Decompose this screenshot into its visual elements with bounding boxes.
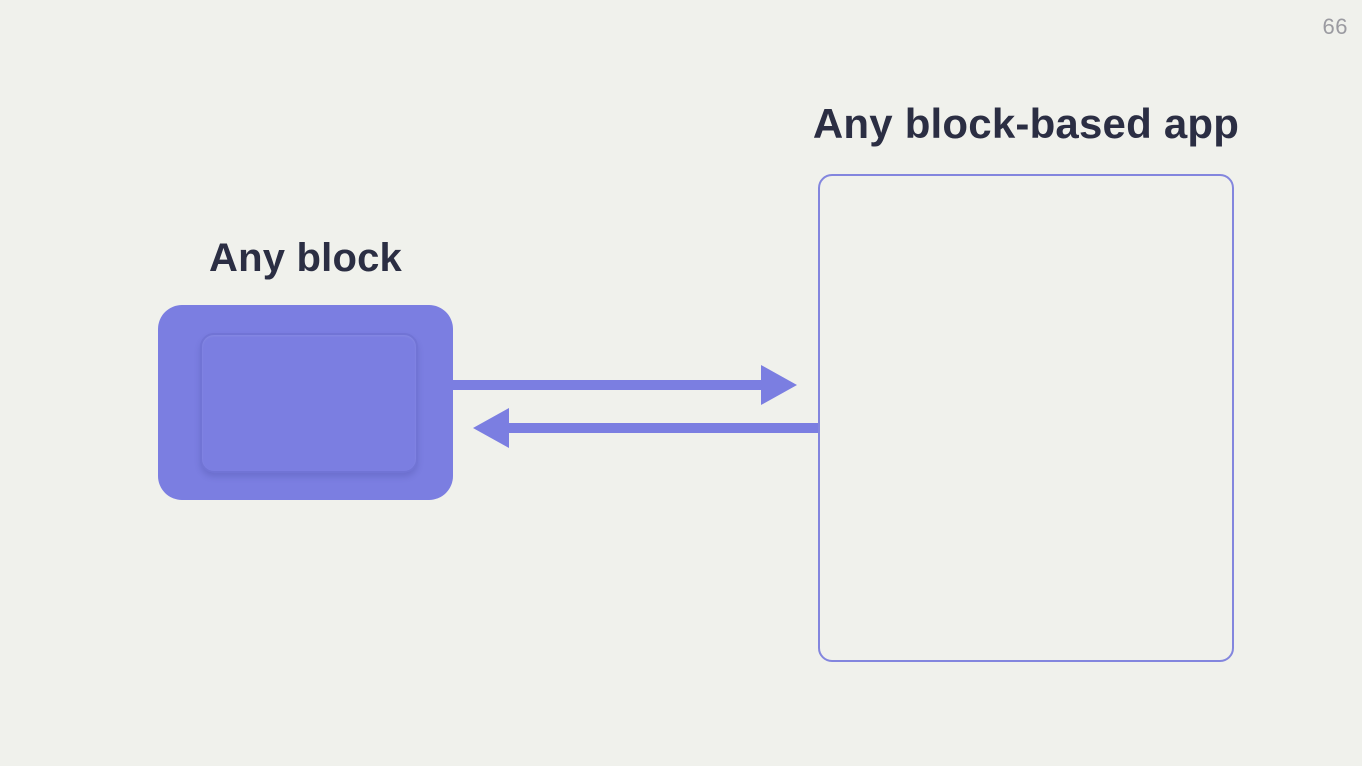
arrow-right-icon <box>453 365 797 405</box>
arrow-left-icon <box>473 408 818 448</box>
block-title: Any block <box>209 236 402 280</box>
block-shape <box>158 305 453 500</box>
block-inner-panel <box>200 333 418 473</box>
page-number: 66 <box>1322 14 1348 39</box>
arrow-right-shaft <box>453 380 767 390</box>
app-box-outline <box>818 174 1234 662</box>
app-box-title: Any block-based app <box>812 100 1240 147</box>
arrow-left-shaft <box>503 423 818 433</box>
arrow-right-head <box>761 365 797 405</box>
